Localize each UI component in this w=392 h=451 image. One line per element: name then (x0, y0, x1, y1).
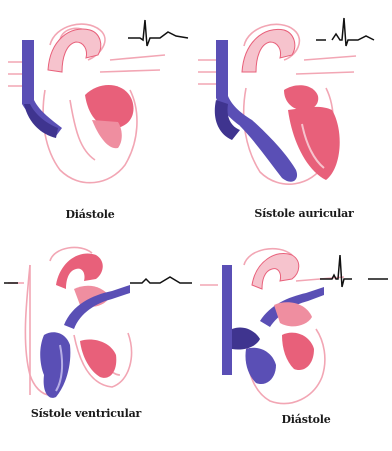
heart-outline (200, 249, 344, 404)
left-atrium (284, 85, 318, 110)
panel-diastole-1: Diástole (0, 0, 196, 225)
panel-diastole-2: Diástole (196, 225, 392, 450)
ecg-trace (320, 255, 352, 287)
left-atrium (274, 302, 312, 326)
panel-atrial-systole: Sístole auricular (196, 0, 392, 225)
aortic-arch (252, 253, 299, 289)
aortic-arch (56, 253, 103, 289)
panel-label: Diástole (208, 413, 392, 426)
panel-label: Diástole (0, 208, 188, 221)
ecg-trace (128, 20, 188, 46)
heart-diagram-diastole-1 (0, 0, 196, 225)
right-ventricle (245, 348, 276, 384)
right-ventricle (40, 332, 70, 398)
panel-ventricular-systole: Sístole ventricular (0, 225, 196, 450)
panel-label: Sístole ventricular (0, 407, 184, 420)
vena-cava (222, 265, 232, 375)
panel-label: Sístole auricular (206, 207, 392, 220)
left-ventricle (288, 107, 340, 180)
heart-diagram-atrial-systole (196, 0, 392, 225)
left-ventricle (80, 340, 116, 378)
right-atrium (232, 327, 260, 349)
ecg-trace (130, 277, 192, 283)
left-ventricle (92, 120, 122, 148)
right-ventricle (240, 120, 297, 182)
ecg-trace (332, 18, 374, 46)
left-ventricle (282, 333, 314, 370)
